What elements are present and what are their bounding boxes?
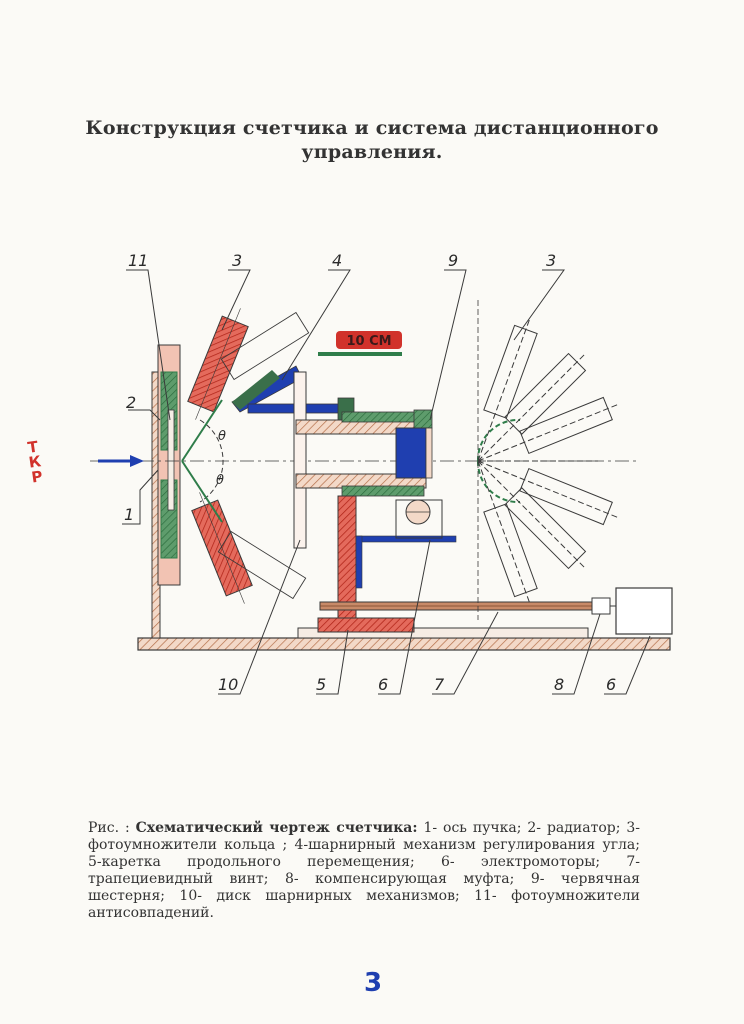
beam-axis-line bbox=[90, 455, 640, 467]
label-theta-lower: θ bbox=[216, 473, 224, 488]
scale-bar: 10 СМ bbox=[318, 331, 402, 356]
anticoincidence-pmts bbox=[157, 344, 181, 586]
callout-labels: 11 3 4 9 3 2 1 10 5 6 7 8 6 θ θ bbox=[124, 251, 616, 694]
caption-body: 1- ось пучка; 2- радиатор; 3-фотоумножит… bbox=[88, 820, 640, 921]
label-11: 11 bbox=[128, 251, 148, 270]
electric-motor bbox=[610, 587, 673, 635]
handwritten-margin-mark: Т К Р bbox=[17, 438, 53, 487]
label-2: 2 bbox=[126, 393, 136, 412]
label-6-motor: 6 bbox=[606, 675, 616, 694]
carriage bbox=[317, 495, 457, 633]
label-10: 10 bbox=[218, 675, 238, 694]
label-7: 7 bbox=[434, 675, 445, 694]
page-title: Конструкция счетчика и система дистанцио… bbox=[60, 116, 684, 164]
figure-caption: Рис. : Схематический чертеж счетчика: 1-… bbox=[88, 820, 640, 922]
left-pmt-ring bbox=[181, 308, 310, 604]
title-line-2: управления. bbox=[301, 141, 443, 163]
trapezoidal-screw bbox=[319, 601, 601, 611]
label-5: 5 bbox=[316, 675, 326, 694]
page-number: 3 bbox=[363, 968, 383, 998]
label-9: 9 bbox=[448, 251, 458, 270]
scale-label: 10 СМ bbox=[346, 334, 391, 349]
label-3-left: 3 bbox=[232, 251, 242, 270]
label-8: 8 bbox=[554, 675, 564, 694]
label-4: 4 bbox=[332, 251, 342, 270]
label-3-right: 3 bbox=[546, 251, 556, 270]
label-6-carriage: 6 bbox=[378, 675, 388, 694]
hinge-disc bbox=[293, 371, 427, 549]
leader-lines bbox=[122, 269, 651, 695]
right-pmt-fan bbox=[476, 300, 618, 620]
title-line-1: Конструкция счетчика и система дистанцио… bbox=[85, 117, 659, 139]
label-theta-upper: θ bbox=[218, 429, 226, 444]
compensating-coupling bbox=[591, 597, 611, 615]
caption-prefix: Рис. : bbox=[88, 820, 136, 836]
worm-gear bbox=[395, 409, 433, 479]
base-plate bbox=[137, 627, 671, 651]
hinge-mechanism bbox=[231, 365, 355, 421]
label-1: 1 bbox=[124, 505, 134, 524]
caption-heading: Схематический чертеж счетчика: bbox=[135, 820, 418, 836]
